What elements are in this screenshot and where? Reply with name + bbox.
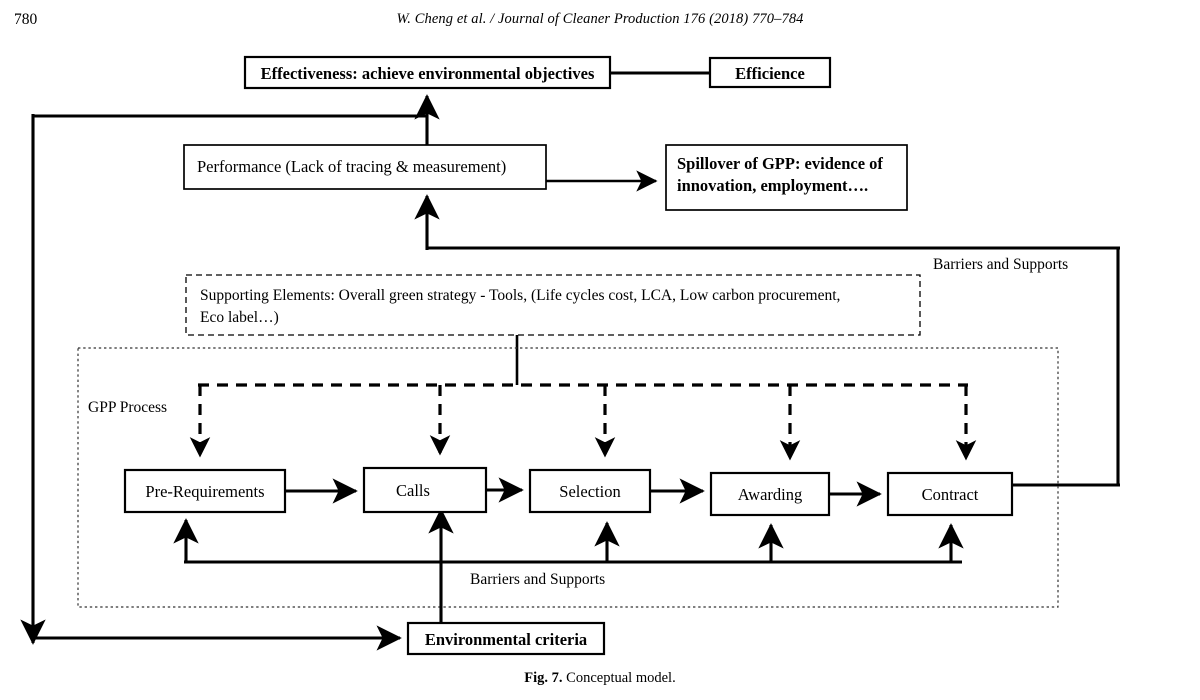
node-selection-label: Selection — [559, 482, 620, 501]
node-efficience-box[interactable] — [708, 56, 832, 89]
node-performance[interactable]: Performance (Lack of tracing & measureme… — [183, 144, 547, 190]
barriers-supports-bottom-label: Barriers and Supports — [470, 571, 605, 588]
edge-process-chain — [285, 477, 882, 507]
node-environmental-criteria[interactable]: Environmental criteria — [406, 621, 606, 656]
node-pre-requirements[interactable]: Pre-Requirements — [123, 468, 287, 514]
node-efficience-label: Efficience — [735, 64, 805, 83]
node-efficience[interactable]: Efficience — [708, 56, 832, 89]
supporting-elements-line2: Eco label…) — [200, 309, 279, 326]
node-spillover[interactable]: Spillover of GPP: evidence of innovation… — [665, 144, 908, 211]
figure-caption-text: Conceptual model. — [566, 670, 676, 686]
node-awarding-label: Awarding — [738, 485, 802, 504]
node-spillover-label-line2: innovation, employment…. — [677, 176, 868, 195]
node-pre-requirements-box[interactable] — [123, 468, 287, 514]
gpp-process-container — [77, 347, 1059, 608]
node-spillover-label-line1: Spillover of GPP: evidence of — [677, 154, 883, 173]
node-contract-box[interactable] — [886, 471, 1014, 517]
node-environmental-criteria-box[interactable] — [406, 621, 606, 656]
node-effectiveness-label: Effectiveness: achieve environmental obj… — [261, 64, 595, 83]
figure-caption: Fig. 7. Conceptual model. — [0, 670, 1200, 687]
node-calls[interactable]: Calls — [362, 466, 488, 514]
node-calls-label: Calls — [396, 481, 430, 500]
edge-left-outer-loop — [20, 114, 427, 651]
node-performance-box[interactable] — [183, 144, 547, 190]
barriers-supports-top-label: Barriers and Supports — [933, 256, 1068, 273]
node-contract-label: Contract — [922, 485, 979, 504]
node-spillover-box[interactable] — [665, 144, 908, 211]
node-effectiveness[interactable]: Effectiveness: achieve environmental obj… — [243, 55, 612, 90]
edge-right-barriers-loop — [414, 194, 1120, 487]
edge-dashed-support-bus — [189, 383, 977, 461]
node-selection[interactable]: Selection — [528, 468, 652, 514]
supporting-elements-line1: Supporting Elements: Overall green strat… — [200, 287, 840, 304]
node-calls-box[interactable] — [362, 466, 488, 514]
node-awarding-box[interactable] — [709, 471, 831, 517]
gpp-process-label: GPP Process — [88, 399, 167, 416]
node-pre-requirements-label: Pre-Requirements — [145, 482, 264, 501]
node-effectiveness-box[interactable] — [243, 55, 612, 90]
supporting-elements-box — [185, 274, 921, 336]
edge-bottom-barriers-bus — [173, 508, 964, 623]
node-contract[interactable]: Contract — [886, 471, 1014, 517]
node-selection-box[interactable] — [528, 468, 652, 514]
node-awarding[interactable]: Awarding — [709, 471, 831, 517]
node-environmental-criteria-label: Environmental criteria — [425, 630, 587, 649]
node-performance-label: Performance (Lack of tracing & measureme… — [197, 157, 506, 176]
figure-caption-label: Fig. 7. — [524, 670, 563, 686]
